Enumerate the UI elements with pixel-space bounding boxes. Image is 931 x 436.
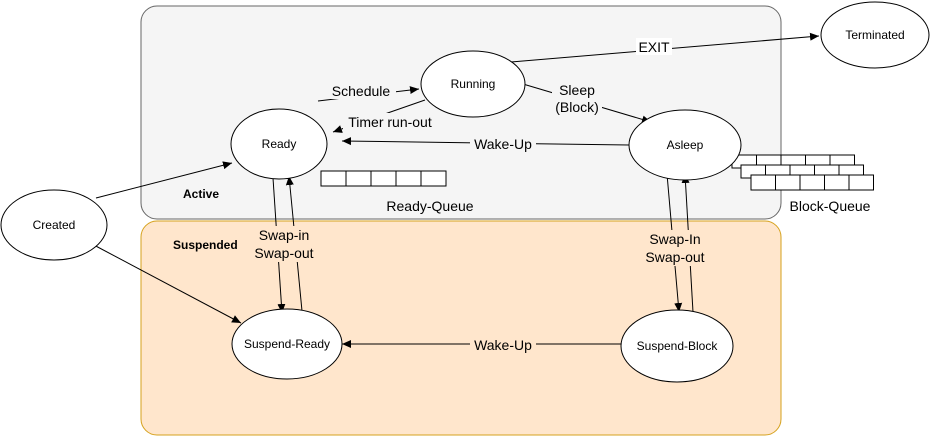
edge-created-suspend-ready xyxy=(91,243,242,324)
ready-queue-label: Ready-Queue xyxy=(386,198,473,214)
label-block: (Block) xyxy=(555,99,599,115)
state-created xyxy=(0,189,108,261)
state-suspend-block xyxy=(620,309,734,383)
suspended-region-title: Suspended xyxy=(173,238,238,252)
state-terminated-label: Terminated xyxy=(845,28,904,42)
active-region-title: Active xyxy=(183,187,219,201)
suspended-region xyxy=(140,220,782,436)
state-ready-label: Ready xyxy=(262,137,297,151)
label-swap-in-block: Swap-In xyxy=(649,231,700,247)
label-schedule: Schedule xyxy=(332,83,391,99)
label-wake-up-suspended: Wake-Up xyxy=(474,337,532,353)
block-queue-label: Block-Queue xyxy=(790,198,871,214)
label-sleep: Sleep xyxy=(559,82,595,98)
state-asleep xyxy=(628,109,742,181)
label-swap-in-ready: Swap-in xyxy=(259,227,310,243)
state-running xyxy=(420,50,526,118)
state-suspend-block-label: Suspend-Block xyxy=(637,339,719,353)
ready-queue xyxy=(320,170,447,187)
label-timer-run-out: Timer run-out xyxy=(348,114,432,130)
label-exit: EXIT xyxy=(638,39,670,55)
state-ready xyxy=(230,108,328,180)
edge-created-ready xyxy=(95,161,233,199)
label-swap-out-ready: Swap-out xyxy=(254,245,313,261)
state-running-label: Running xyxy=(451,77,496,91)
label-wake-up-active: Wake-Up xyxy=(474,136,532,152)
state-created-label: Created xyxy=(33,218,76,232)
state-suspend-ready xyxy=(231,308,343,380)
state-terminated xyxy=(820,1,930,69)
state-asleep-label: Asleep xyxy=(667,138,704,152)
label-swap-out-block: Swap-out xyxy=(645,249,704,265)
block-queue xyxy=(731,154,874,191)
state-suspend-ready-label: Suspend-Ready xyxy=(244,337,330,351)
